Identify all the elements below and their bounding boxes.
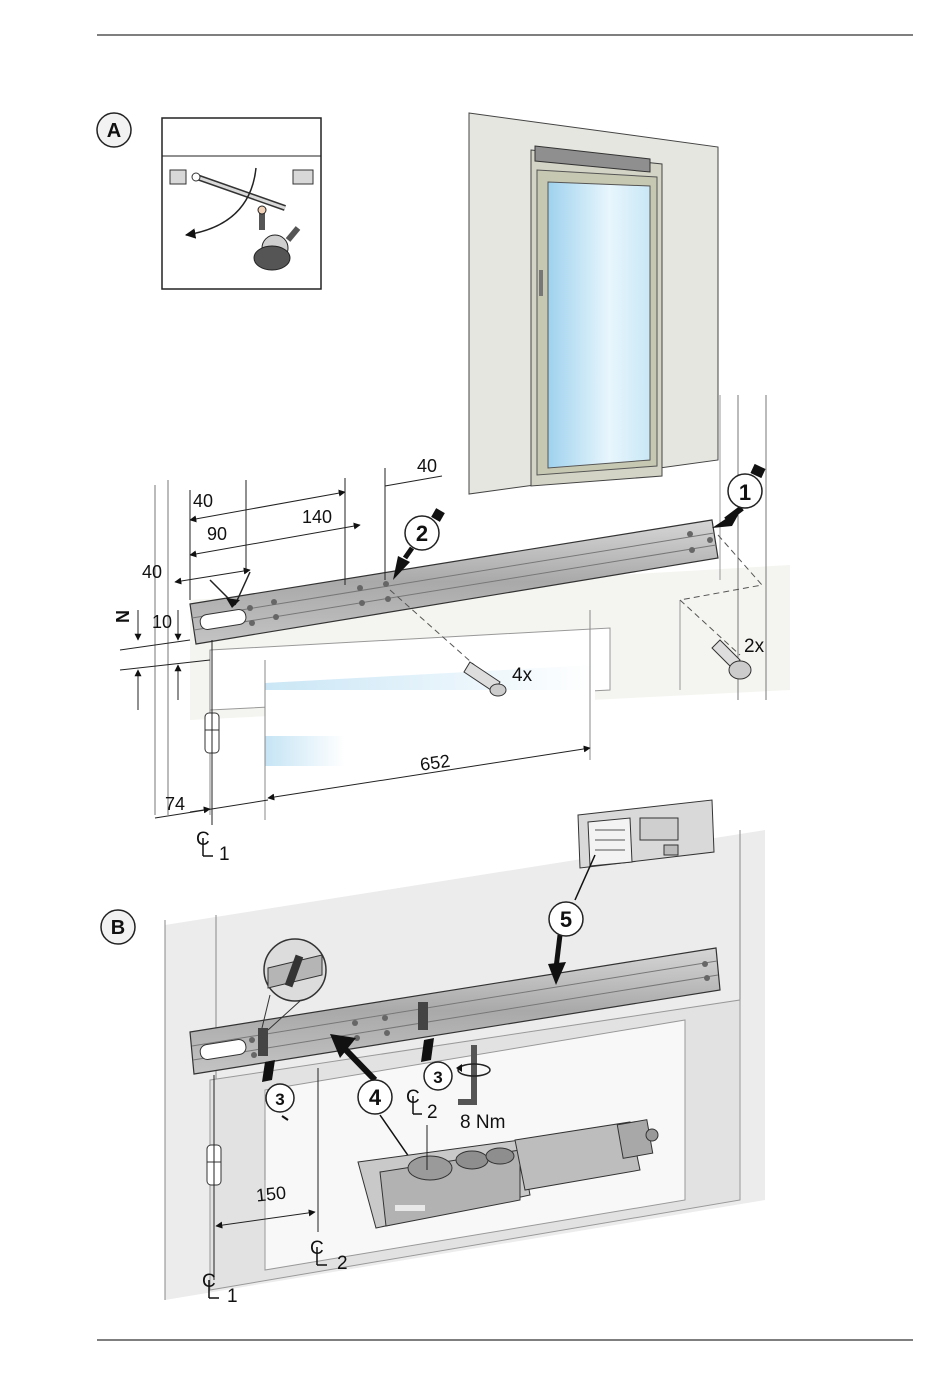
- dim-150: 150: [255, 1183, 287, 1206]
- section-a-badge: A: [97, 113, 131, 147]
- step-2-label: 2: [416, 521, 428, 546]
- step-4-label: 4: [369, 1085, 382, 1110]
- centerline-1-a: C 1: [196, 829, 230, 865]
- section-b-label: B: [111, 917, 125, 939]
- inset-user-opening-door: [162, 118, 321, 289]
- qty-2x: 2x: [744, 636, 765, 657]
- step-3-left-label: 3: [275, 1090, 284, 1109]
- dim-top-40: 40: [417, 456, 437, 476]
- torque-label: 8 Nm: [460, 1112, 505, 1133]
- centerline-2-mid-index: 2: [427, 1102, 438, 1123]
- centerline-1-a-index: 1: [219, 844, 230, 865]
- dim-652: 652: [419, 751, 452, 775]
- dim-140: 140: [302, 507, 332, 527]
- dim-90: 90: [207, 524, 227, 544]
- centerline-2-bottom-index: 2: [337, 1253, 348, 1274]
- wall-with-door: [469, 113, 718, 494]
- dim-74: 74: [165, 794, 185, 814]
- qty-4x: 4x: [512, 665, 533, 686]
- dim-40: 40: [193, 491, 213, 511]
- step-1-label: 1: [739, 480, 751, 505]
- dim-n: N: [113, 610, 133, 623]
- step-3-right-label: 3: [433, 1068, 442, 1087]
- mounting-drawing-a: 2 1: [113, 395, 790, 865]
- step-5-label: 5: [560, 907, 572, 932]
- dim-10: 10: [152, 612, 172, 632]
- dim-side-40: 40: [142, 562, 162, 582]
- mounting-drawing-b: 5 3 3 8 Nm 4: [165, 800, 765, 1307]
- centerline-1-bottom-index: 1: [227, 1286, 238, 1307]
- section-a-label: A: [107, 120, 121, 142]
- section-b-badge: B: [101, 910, 135, 944]
